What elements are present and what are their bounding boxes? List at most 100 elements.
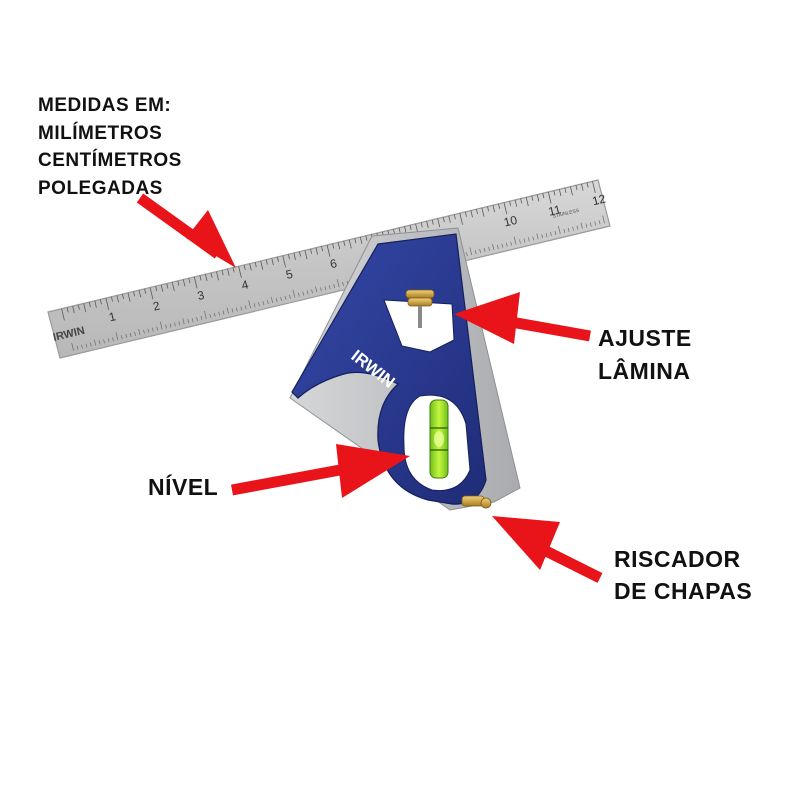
- ruler-tick: [61, 308, 65, 321]
- ruler-tick: [193, 276, 198, 289]
- ruler-tick: [510, 241, 512, 246]
- measures-label: MEDIDAS EM: MILÍMETROS CENTÍMETROS POLEG…: [38, 92, 182, 202]
- ruler-tick: [144, 288, 147, 294]
- ruler-tick: [476, 209, 478, 215]
- level-text: NÍVEL: [148, 474, 219, 500]
- ruler-number: 10: [502, 213, 519, 230]
- measures-line-1: MILÍMETROS: [38, 122, 163, 144]
- ruler-tick: [581, 183, 584, 191]
- ruler-tick: [466, 252, 468, 257]
- ruler-tick: [487, 206, 489, 212]
- ruler-tick: [253, 303, 256, 308]
- ruler-tick: [221, 270, 224, 276]
- ruler-tick: [129, 332, 132, 337]
- ruler-tick: [470, 210, 473, 218]
- ruler-tick: [431, 219, 434, 225]
- ruler-tick: [244, 305, 247, 310]
- ruler-tick: [297, 292, 300, 297]
- ruler-tick: [90, 342, 92, 347]
- ruler-tick: [523, 238, 526, 243]
- ruler-tick: [398, 227, 401, 233]
- ruler-tick: [266, 300, 269, 305]
- ruler-tick: [459, 213, 463, 225]
- ruler-tick: [280, 296, 282, 301]
- arrow-level: [230, 444, 410, 498]
- ruler-tick: [289, 294, 291, 299]
- arrow-measures: [136, 193, 236, 268]
- ruler-tick: [448, 215, 451, 223]
- ruler-tick: [93, 339, 97, 346]
- arrow-icon: [230, 444, 410, 498]
- ruler-tick: [105, 298, 110, 310]
- ruler-tick: [572, 226, 574, 231]
- ruler-tick: [143, 329, 145, 334]
- ruler-tick: [513, 236, 517, 245]
- ruler-tick: [271, 258, 274, 266]
- ruler-tick: [71, 342, 74, 351]
- ruler-tick: [66, 307, 69, 313]
- level-label: NÍVEL: [148, 473, 218, 501]
- ruler-tick: [85, 343, 88, 348]
- scriber-line-2: DE CHAPAS: [614, 578, 753, 604]
- ruler-tick: [262, 301, 265, 306]
- scriber-label: RISCADOR DE CHAPAS: [614, 543, 752, 607]
- ruler-tick: [191, 318, 194, 323]
- ruler-tick: [342, 281, 344, 286]
- ruler-tick: [337, 242, 341, 250]
- ruler-tick: [576, 225, 579, 230]
- ruler-tick: [288, 254, 290, 260]
- ruler-tick: [232, 267, 235, 273]
- ruler-tick: [103, 339, 105, 344]
- ruler-tick: [151, 327, 154, 332]
- ruler-tick: [199, 275, 202, 281]
- ruler-tick: [231, 308, 234, 313]
- ruler-tick: [240, 306, 243, 311]
- ruler-tick: [248, 300, 251, 309]
- ruler-tick: [536, 233, 539, 240]
- ruler-tick: [498, 203, 501, 209]
- ruler-tick: [254, 262, 257, 268]
- ruler-tick: [236, 307, 238, 312]
- ruler-tick: [156, 326, 159, 331]
- ruler-tick: [320, 287, 322, 292]
- ruler-tick: [453, 214, 456, 220]
- ruler-tick: [536, 194, 540, 202]
- ruler-tick: [558, 226, 561, 234]
- ruler-tick: [122, 294, 124, 300]
- ruler-tick: [545, 233, 548, 238]
- ruler-tick: [442, 217, 445, 223]
- arrow-scriber: [492, 516, 603, 583]
- ruler-number: 5: [284, 267, 294, 282]
- ruler-tick: [182, 318, 185, 325]
- ruler-tick: [227, 268, 230, 276]
- ruler-tick: [98, 340, 101, 345]
- ruler-tick: [200, 315, 203, 320]
- ruler-tick: [324, 286, 327, 291]
- ruler-tick: [265, 259, 268, 265]
- ruler-number: 4: [240, 277, 250, 292]
- ruler-tick: [310, 248, 312, 254]
- blade-adjust-line-1: AJUSTE: [598, 325, 692, 351]
- ruler-tick: [238, 266, 242, 278]
- ruler-tick: [83, 303, 87, 313]
- ruler-tick: [226, 307, 229, 314]
- ruler-tick: [275, 297, 278, 302]
- ruler-tick: [492, 205, 495, 213]
- ruler-tick: [112, 337, 114, 342]
- ruler-tick: [115, 332, 119, 341]
- ruler-tick: [520, 198, 523, 204]
- ruler-number: 12: [591, 191, 608, 208]
- ruler-tick: [116, 295, 119, 303]
- ruler-number: 2: [152, 298, 162, 313]
- ruler-tick: [133, 291, 136, 297]
- ruler-tick: [570, 186, 573, 196]
- ruler-tick: [501, 243, 504, 248]
- ruler-tick: [474, 250, 477, 255]
- ruler-tick: [138, 290, 142, 298]
- ruler-tick: [258, 302, 260, 307]
- arrow-blade-adjust: [454, 292, 591, 344]
- ruler-tick: [333, 284, 335, 289]
- ruler-tick: [420, 222, 423, 228]
- ruler-tick: [171, 282, 175, 291]
- ruler-tick: [218, 311, 220, 316]
